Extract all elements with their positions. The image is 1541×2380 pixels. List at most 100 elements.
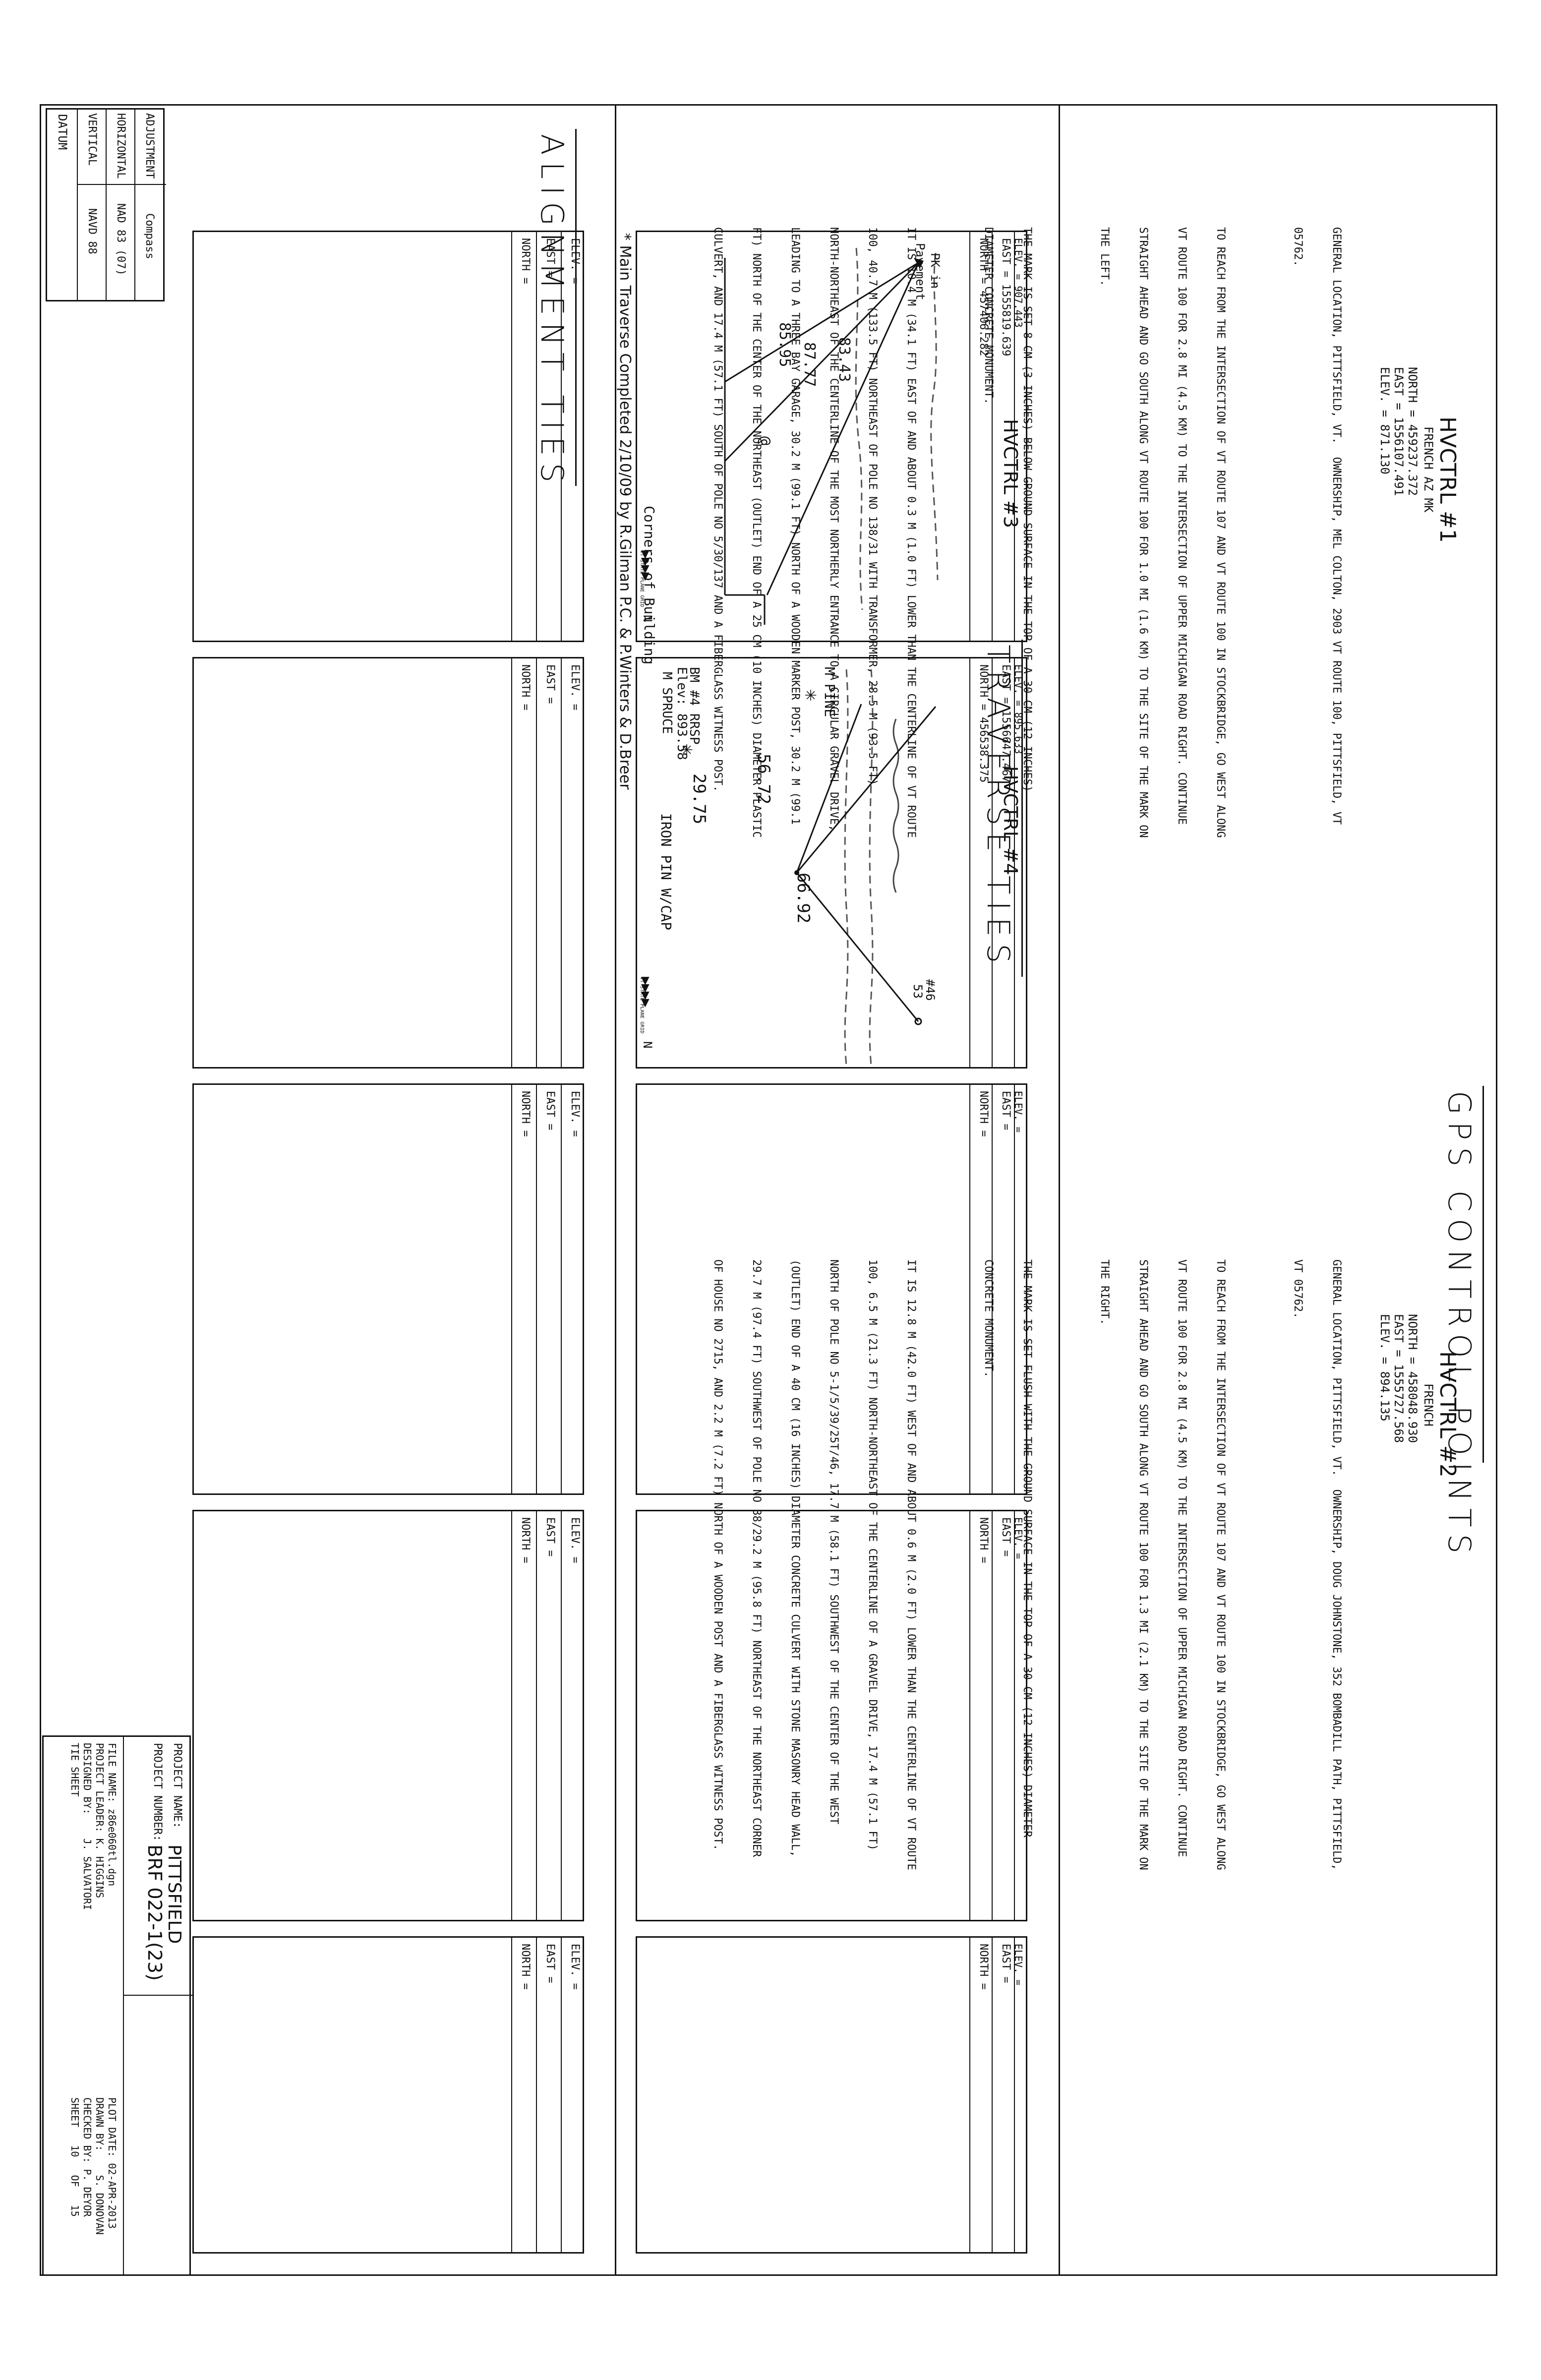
divider-traverse-gps: [1059, 104, 1060, 2276]
alignment-tie-box-4: [192, 1510, 584, 1921]
gps-2-line: THE MARK IS SET FLUSH WITH THE GROUND SU…: [1021, 1259, 1033, 1838]
alignment-1-east: EAST =: [544, 238, 556, 278]
hvctrl-4-sketch: [794, 669, 937, 1066]
traverse-5-north: NORTH =: [977, 1944, 990, 1990]
alignment-2-elev: ELEV. =: [569, 664, 581, 711]
vertical-label: VERTICAL: [86, 113, 98, 166]
alignment-tie-box-3: [192, 1083, 584, 1495]
gps-1-line: TO REACH FROM THE INTERSECTION OF VT ROU…: [1214, 227, 1227, 838]
hvctrl-4-north-arrow-icon: ▶▶▶▶: [638, 977, 654, 1007]
alignment-tie-box-1: [192, 231, 584, 642]
gps-2-line: VT 05762.: [1292, 1259, 1304, 1319]
alignment-tie-box-5: [192, 1936, 584, 2254]
alignment-1-elev: ELEV. =: [569, 238, 581, 284]
alignment-4-east: EAST =: [544, 1517, 556, 1557]
gps-1-line: THE LEFT.: [1098, 227, 1111, 287]
vertical-value: NAVD 88: [86, 208, 98, 254]
alignment-tie-box-2: [192, 657, 584, 1069]
alignment-4-north: NORTH =: [519, 1517, 532, 1563]
sheet-number: SHEET 10 OF 15: [69, 2097, 81, 2217]
checked-by: CHECKED BY: P. DEYOR: [81, 2097, 93, 2217]
traverse-5-east: EAST =: [1000, 1944, 1012, 1983]
traverse-3-east: EAST =: [1000, 1091, 1012, 1130]
gps-1-line: CULVERT, AND 17.4 M (57.1 FT) SOUTH OF P…: [711, 227, 724, 792]
gps-2-north: NORTH = 458048.930: [1406, 1314, 1420, 1443]
title-block: [42, 1735, 192, 2276]
hvctrl-3-n-label: N: [641, 615, 654, 622]
alignment-5-east: EAST =: [544, 1944, 556, 1983]
hvctrl-4-pole-label-2: 53: [911, 984, 925, 999]
gps-1-line: 100, 40.7 M (133.5 FT) NORTHEAST OF POLE…: [866, 227, 879, 785]
file-name: FILE NAME: z86e060tl.dgn: [106, 1743, 118, 1886]
traverse-tie-box-hvctrl-3: [636, 231, 1027, 642]
gps-2-subtitle: FRENCH: [1422, 1383, 1435, 1427]
gps-1-east: EAST = 1556107.491: [1392, 367, 1406, 496]
gps-2-line: 100, 6.5 M (21.3 FT) NORTH-NORTHEAST OF …: [866, 1259, 879, 1851]
traverse-tie-box-5: [636, 1936, 1027, 2254]
sheet-border: [40, 104, 1497, 2276]
hvctrl-4-spruce-label: M SPRUCE: [659, 672, 674, 734]
datum-block: [46, 108, 166, 301]
gps-1-line: [1059, 227, 1072, 838]
gps-2-line: CONCRETE MONUMENT.: [982, 1259, 995, 1378]
gps-control-points-header: GPS CONTROL POINTS: [1441, 1091, 1478, 1561]
gps-1-line: 05762.: [1292, 227, 1304, 267]
traverse-completion-note: * Main Traverse Completed 2/10/09 by R.G…: [616, 233, 634, 790]
gps-2-line: OF HOUSE NO 2715, AND 2.2 M (7.2 FT) NOR…: [711, 1259, 724, 1851]
alignment-2-east: EAST =: [544, 664, 556, 704]
alignment-3-north: NORTH =: [519, 1091, 532, 1137]
gps-2-elev: ELEV. = 894.135: [1378, 1314, 1392, 1422]
gps-1-line: [1252, 227, 1265, 838]
gps-2-line: NORTH OF POLE NO 5-1/5/39/25T/46, 17.7 M…: [828, 1259, 840, 1825]
alignment-1-north: NORTH =: [519, 238, 532, 284]
gps-1-subtitle: FRENCH AZ MK: [1422, 426, 1435, 513]
drawn-by: DRAWN BY: S. DONOVAN: [94, 2097, 106, 2235]
horizontal-value: NAD 83 (07): [115, 203, 127, 276]
gps-1-title: HVCTRL #1: [1435, 416, 1460, 543]
hvctrl-4-dist-3: 66.92: [793, 873, 813, 924]
project-name-label: PROJECT NAME:: [171, 1743, 183, 1829]
datum-title: DATUM: [56, 114, 69, 150]
project-leader: PROJECT LEADER: K. HIGGINS: [94, 1743, 106, 1899]
gps-2-title: HVCTRL #2: [1435, 1351, 1460, 1478]
gps-2-east: EAST = 1555727.568: [1392, 1314, 1406, 1443]
gps-2-line: VT ROUTE 100 FOR 2.8 MI (4.5 KM) TO THE …: [1176, 1259, 1188, 1857]
hvctrl-3-north-arrow-icon: ▶▶▶▶: [638, 550, 654, 580]
project-number-label: PROJECT NUMBER:: [151, 1743, 164, 1842]
alignment-2-north: NORTH =: [519, 664, 532, 711]
traverse-tie-box-3: [636, 1083, 1027, 1495]
gps-2-line: 29.7 M (97.4 FT) SOUTHWEST OF POLE NO 38…: [750, 1259, 763, 1857]
alignment-4-elev: ELEV. =: [569, 1517, 581, 1563]
traverse-3-north: NORTH =: [977, 1091, 990, 1137]
gps-1-line: NORTH-NORTHEAST OF THE CENTERLINE OF THE…: [828, 227, 840, 832]
gps-2-line: (OUTLET) END OF A 40 CM (16 INCHES) DIAM…: [789, 1259, 801, 1857]
gps-1-line: [943, 227, 956, 838]
gps-1-line: LEADING TO A THREE BAY GARAGE, 30.2 M (9…: [789, 227, 801, 825]
gps-1-line: DIAMETER CONCRETE MONUMENT.: [982, 227, 995, 405]
adjustment-label: ADJUSTMENT: [143, 113, 156, 179]
horizontal-label: HORIZONTAL: [115, 113, 127, 179]
gps-1-line: GENERAL LOCATION, PITTSFIELD, VT. OWNERS…: [1330, 227, 1343, 825]
gps-2-line: [943, 1259, 956, 1870]
gps-2-line: STRAIGHT AHEAD AND GO SOUTH ALONG VT ROU…: [1137, 1259, 1149, 1870]
sheet-type: TIE SHEET: [69, 1743, 81, 1797]
alignment-3-east: EAST =: [544, 1091, 556, 1130]
gps-2-line: [1252, 1259, 1265, 1870]
gps-2-description: GENERAL LOCATION, PITTSFIELD, VT. OWNERS…: [698, 1259, 1368, 1870]
traverse-5-elev: ELEV. =: [1012, 1944, 1024, 1986]
divider-alignment-traverse: [615, 104, 616, 2276]
gps-1-line: VT ROUTE 100 FOR 2.8 MI (4.5 KM) TO THE …: [1176, 227, 1188, 825]
hvctrl-4-n-label: N: [641, 1041, 654, 1049]
gps-2-line: [1059, 1259, 1072, 1870]
gps-1-line: STRAIGHT AHEAD AND GO SOUTH ALONG VT ROU…: [1137, 227, 1149, 838]
alignment-5-north: NORTH =: [519, 1944, 532, 1990]
hvctrl-4-bm-elev: Elev: 893.58: [674, 667, 689, 760]
gps-1-line: THE MARK IS SET 8 CM (3 INCHES) BELOW GR…: [1021, 227, 1033, 792]
gps-1-north: NORTH = 459237.372: [1406, 367, 1420, 496]
hvctrl-4-iron-pin-label: IRON PIN W/CAP: [658, 813, 674, 931]
plot-date: PLOT DATE: 02-APR-2013: [106, 2097, 118, 2229]
project-number: BRF 022-1(23): [144, 1844, 166, 1981]
hvctrl-4-pole-label-1: #46: [923, 979, 937, 1001]
traverse-tie-box-4: [636, 1510, 1027, 1921]
gps-1-line: IT IS 10.4 M (34.1 FT) EAST OF AND ABOUT…: [905, 227, 917, 838]
